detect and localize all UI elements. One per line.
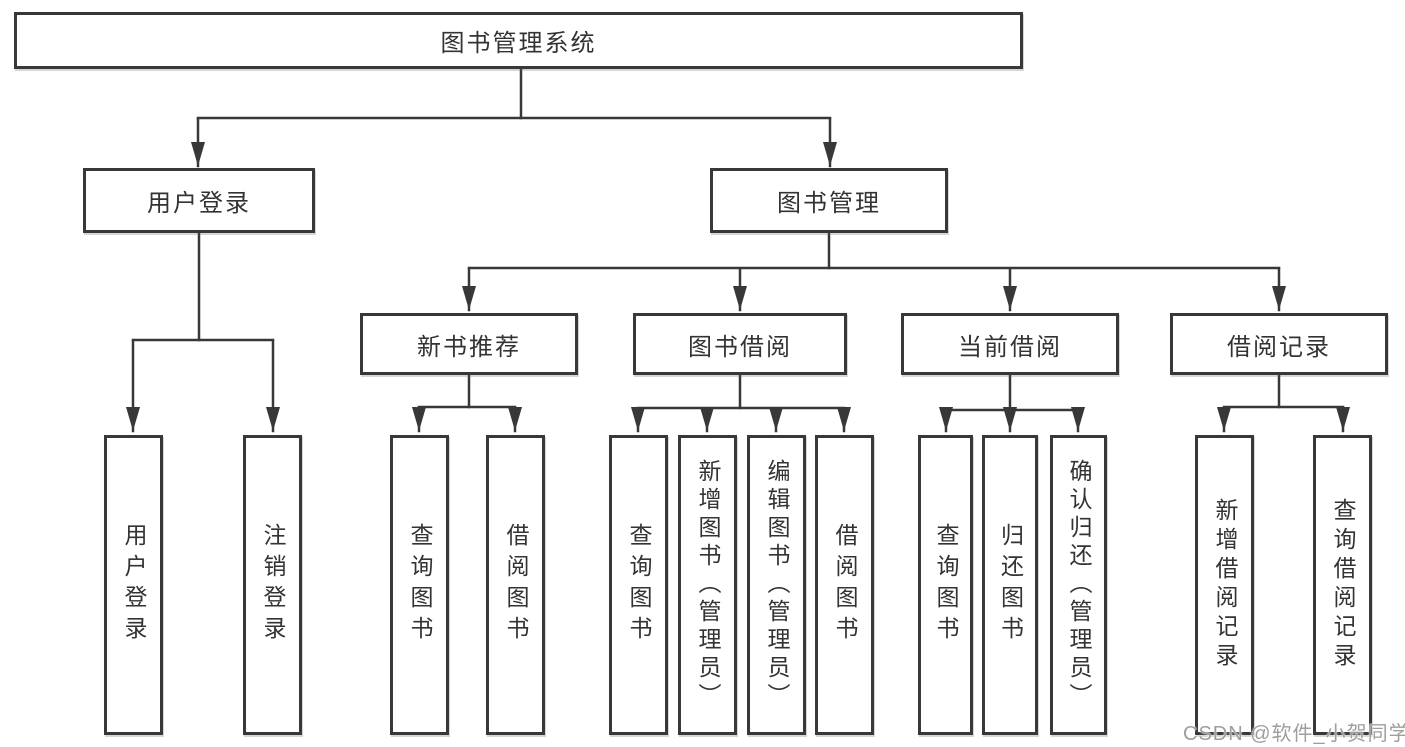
- leaf-borrow-books-borrowing: 借阅图书: [815, 435, 874, 735]
- leaf-query-borrow-record: 查询借阅记录: [1313, 435, 1372, 735]
- node-current-borrowing: 当前借阅: [901, 313, 1119, 375]
- leaf-return-books: 归还图书: [982, 435, 1038, 735]
- node-borrow-records: 借阅记录: [1170, 313, 1388, 375]
- leaf-add-book-admin: 新增图书（管理员）: [678, 435, 737, 735]
- leaf-query-books-current: 查询图书: [918, 435, 973, 735]
- node-user-login: 用户登录: [83, 168, 315, 233]
- node-new-book-recommend: 新书推荐: [360, 313, 578, 375]
- node-book-management: 图书管理: [710, 168, 948, 233]
- leaf-query-books-recommend: 查询图书: [390, 435, 449, 735]
- node-book-borrowing: 图书借阅: [633, 313, 847, 375]
- connector-group: [126, 67, 1350, 433]
- watermark: CSDN @软件_小贺同学: [1183, 723, 1405, 745]
- leaf-edit-book-admin: 编辑图书（管理员）: [747, 435, 806, 735]
- leaf-logout: 注销登录: [243, 435, 302, 735]
- leaf-user-login: 用户登录: [104, 435, 163, 735]
- leaf-query-books-borrowing: 查询图书: [609, 435, 668, 735]
- node-library-system: 图书管理系统: [14, 12, 1023, 69]
- leaf-confirm-return-admin: 确认归还（管理员）: [1050, 435, 1107, 735]
- leaf-add-borrow-record: 新增借阅记录: [1195, 435, 1254, 735]
- leaf-borrow-books-recommend: 借阅图书: [486, 435, 545, 735]
